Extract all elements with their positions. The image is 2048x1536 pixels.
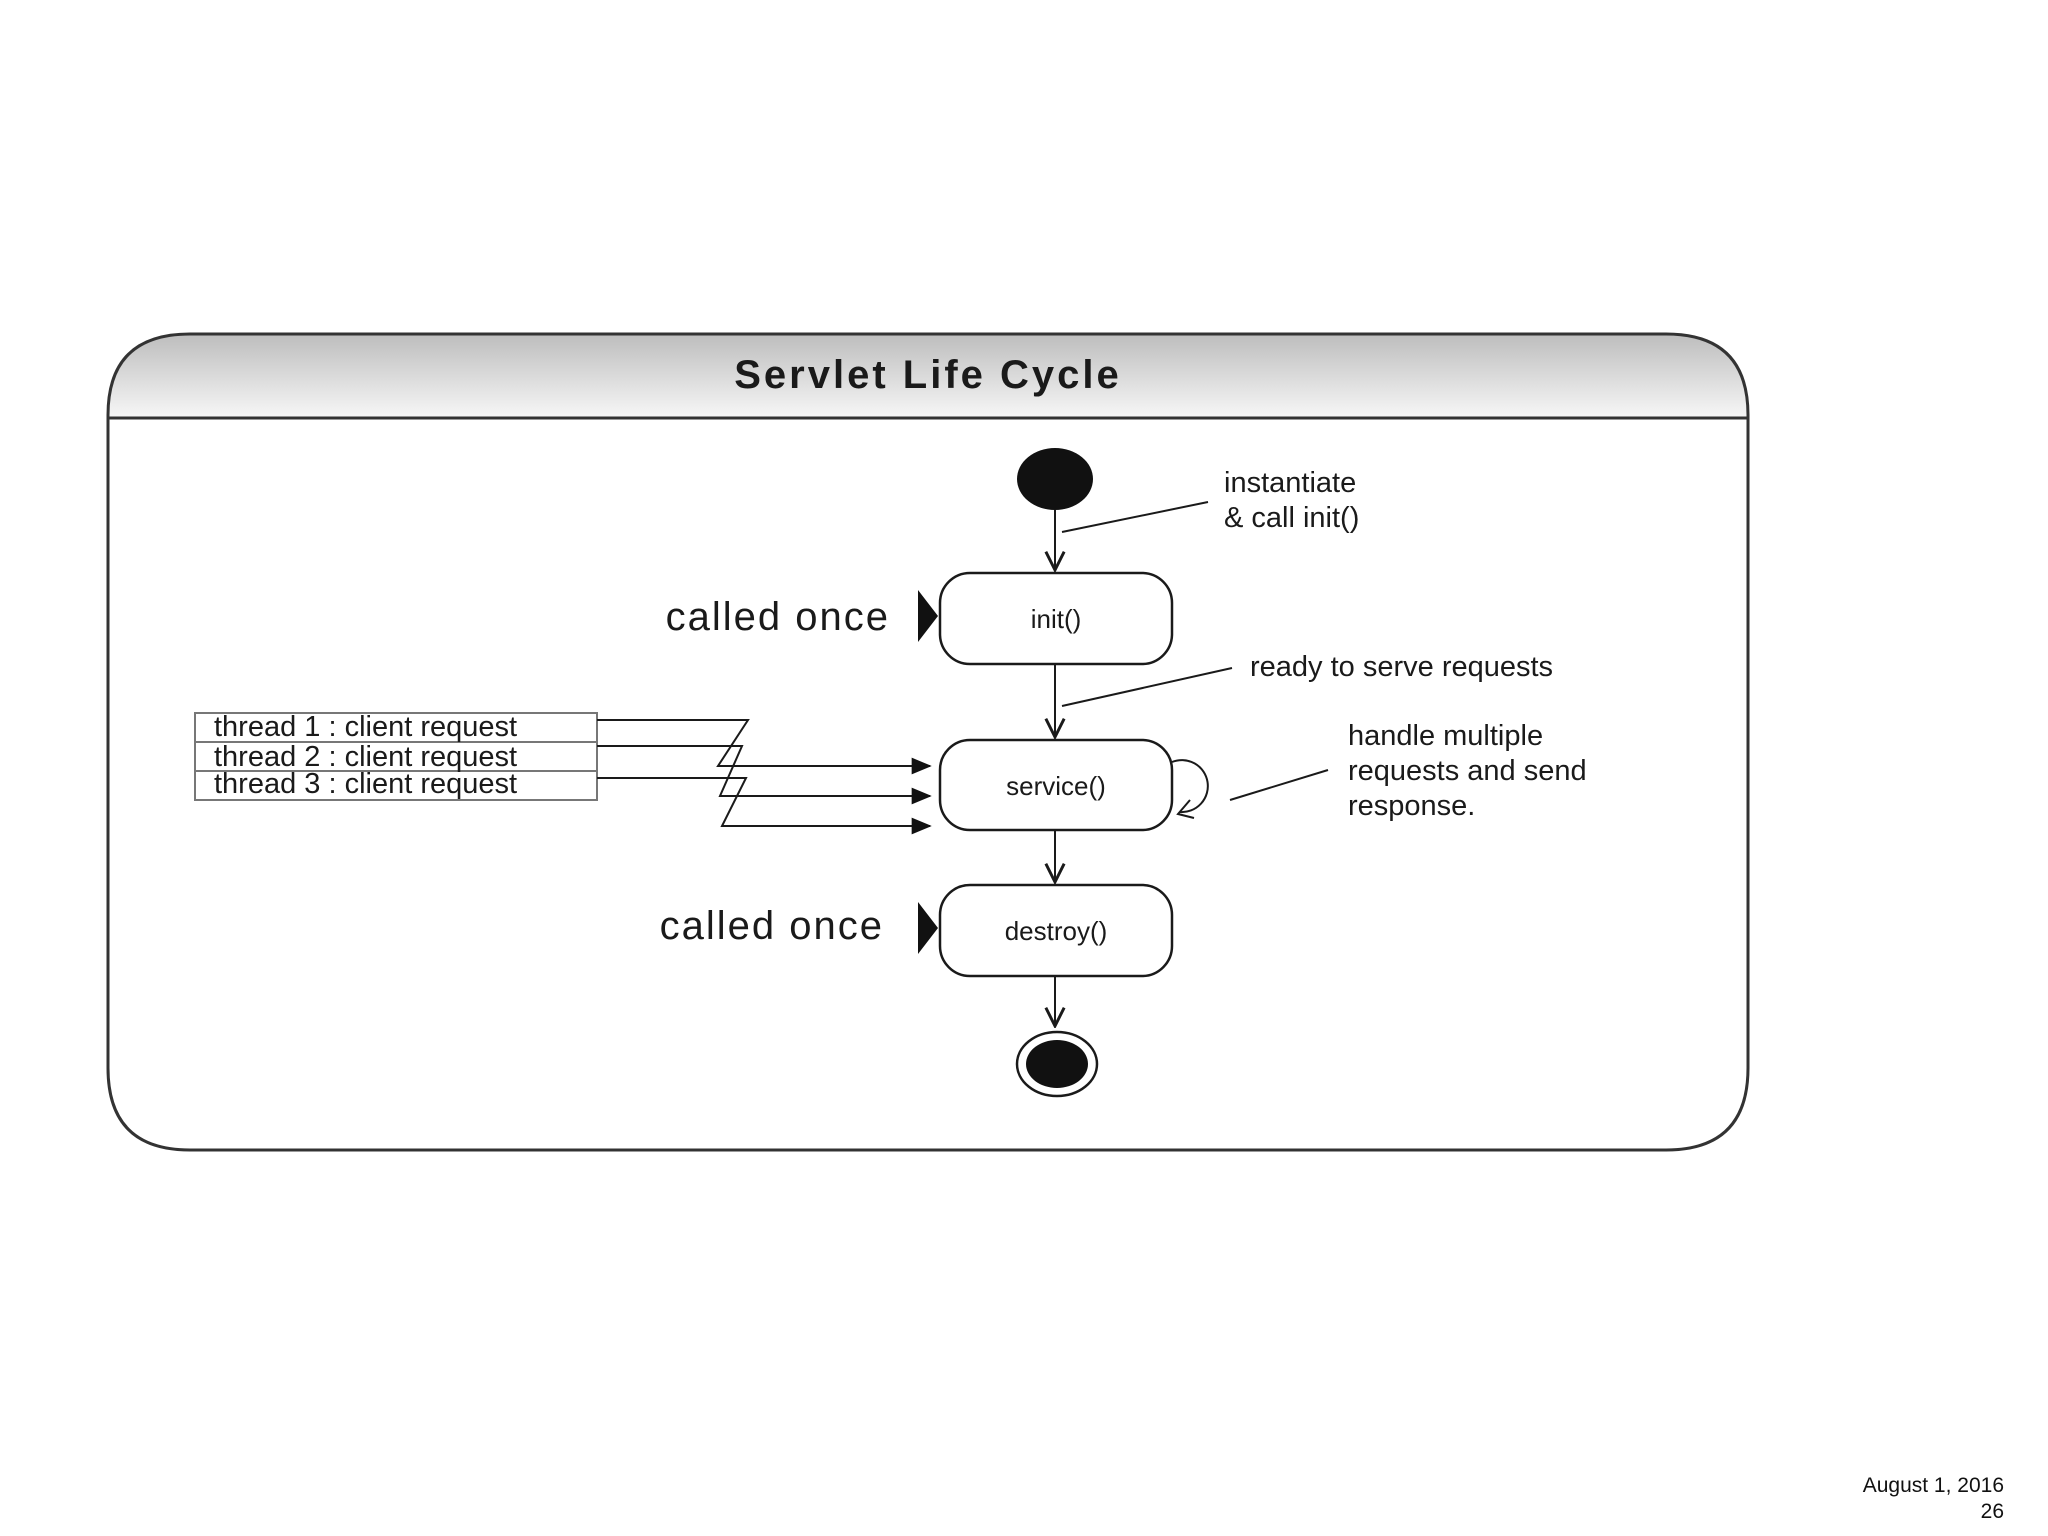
diagram-title: Servlet Life Cycle	[734, 353, 1122, 397]
state-init: init()	[938, 571, 1174, 666]
thread-3-request-arrow	[597, 777, 932, 835]
thread-3-label: thread 3 : client request	[214, 768, 517, 800]
called-once-destroy-label: called once	[660, 904, 884, 948]
annotation-instantiate-line-2: & call init()	[1224, 502, 1359, 534]
state-destroy: destroy()	[938, 883, 1174, 978]
thread-1-label: thread 1 : client request	[214, 711, 517, 743]
footer-page-number: 26	[1980, 1500, 2004, 1523]
thread-2-request-arrow	[597, 745, 932, 805]
self-loop-arrowhead	[1176, 799, 1195, 819]
marker-triangle-init	[918, 590, 938, 642]
marker-triangle-destroy	[918, 902, 938, 954]
thread-request-boxes: thread 1 : client request thread 2 : cli…	[194, 711, 598, 801]
annotation-handle-line-3: response.	[1348, 790, 1475, 822]
self-loop-arrow	[1171, 759, 1209, 814]
state-destroy-label: destroy()	[1005, 916, 1108, 946]
annotation-handle-line-1: handle multiple	[1348, 720, 1543, 752]
annotation-handle-line-2: requests and send	[1348, 755, 1587, 787]
annotation-line-handle	[1229, 769, 1329, 801]
thread-1-request-arrow	[597, 719, 932, 775]
state-init-label: init()	[1031, 604, 1082, 634]
footer-date: August 1, 2016	[1862, 1474, 2004, 1497]
annotation-ready: ready to serve requests	[1250, 651, 1553, 683]
annotation-instantiate-line-1: instantiate	[1224, 467, 1356, 499]
state-service-label: service()	[1006, 771, 1106, 801]
state-service: service()	[938, 738, 1174, 832]
called-once-init-label: called once	[666, 595, 890, 639]
annotation-line-ready	[1061, 667, 1233, 707]
initial-state	[1017, 448, 1093, 510]
final-state	[1015, 1030, 1099, 1098]
diagram-frame	[106, 332, 1750, 1152]
thread-2-label: thread 2 : client request	[214, 741, 517, 773]
annotation-line-instantiate	[1061, 501, 1209, 533]
